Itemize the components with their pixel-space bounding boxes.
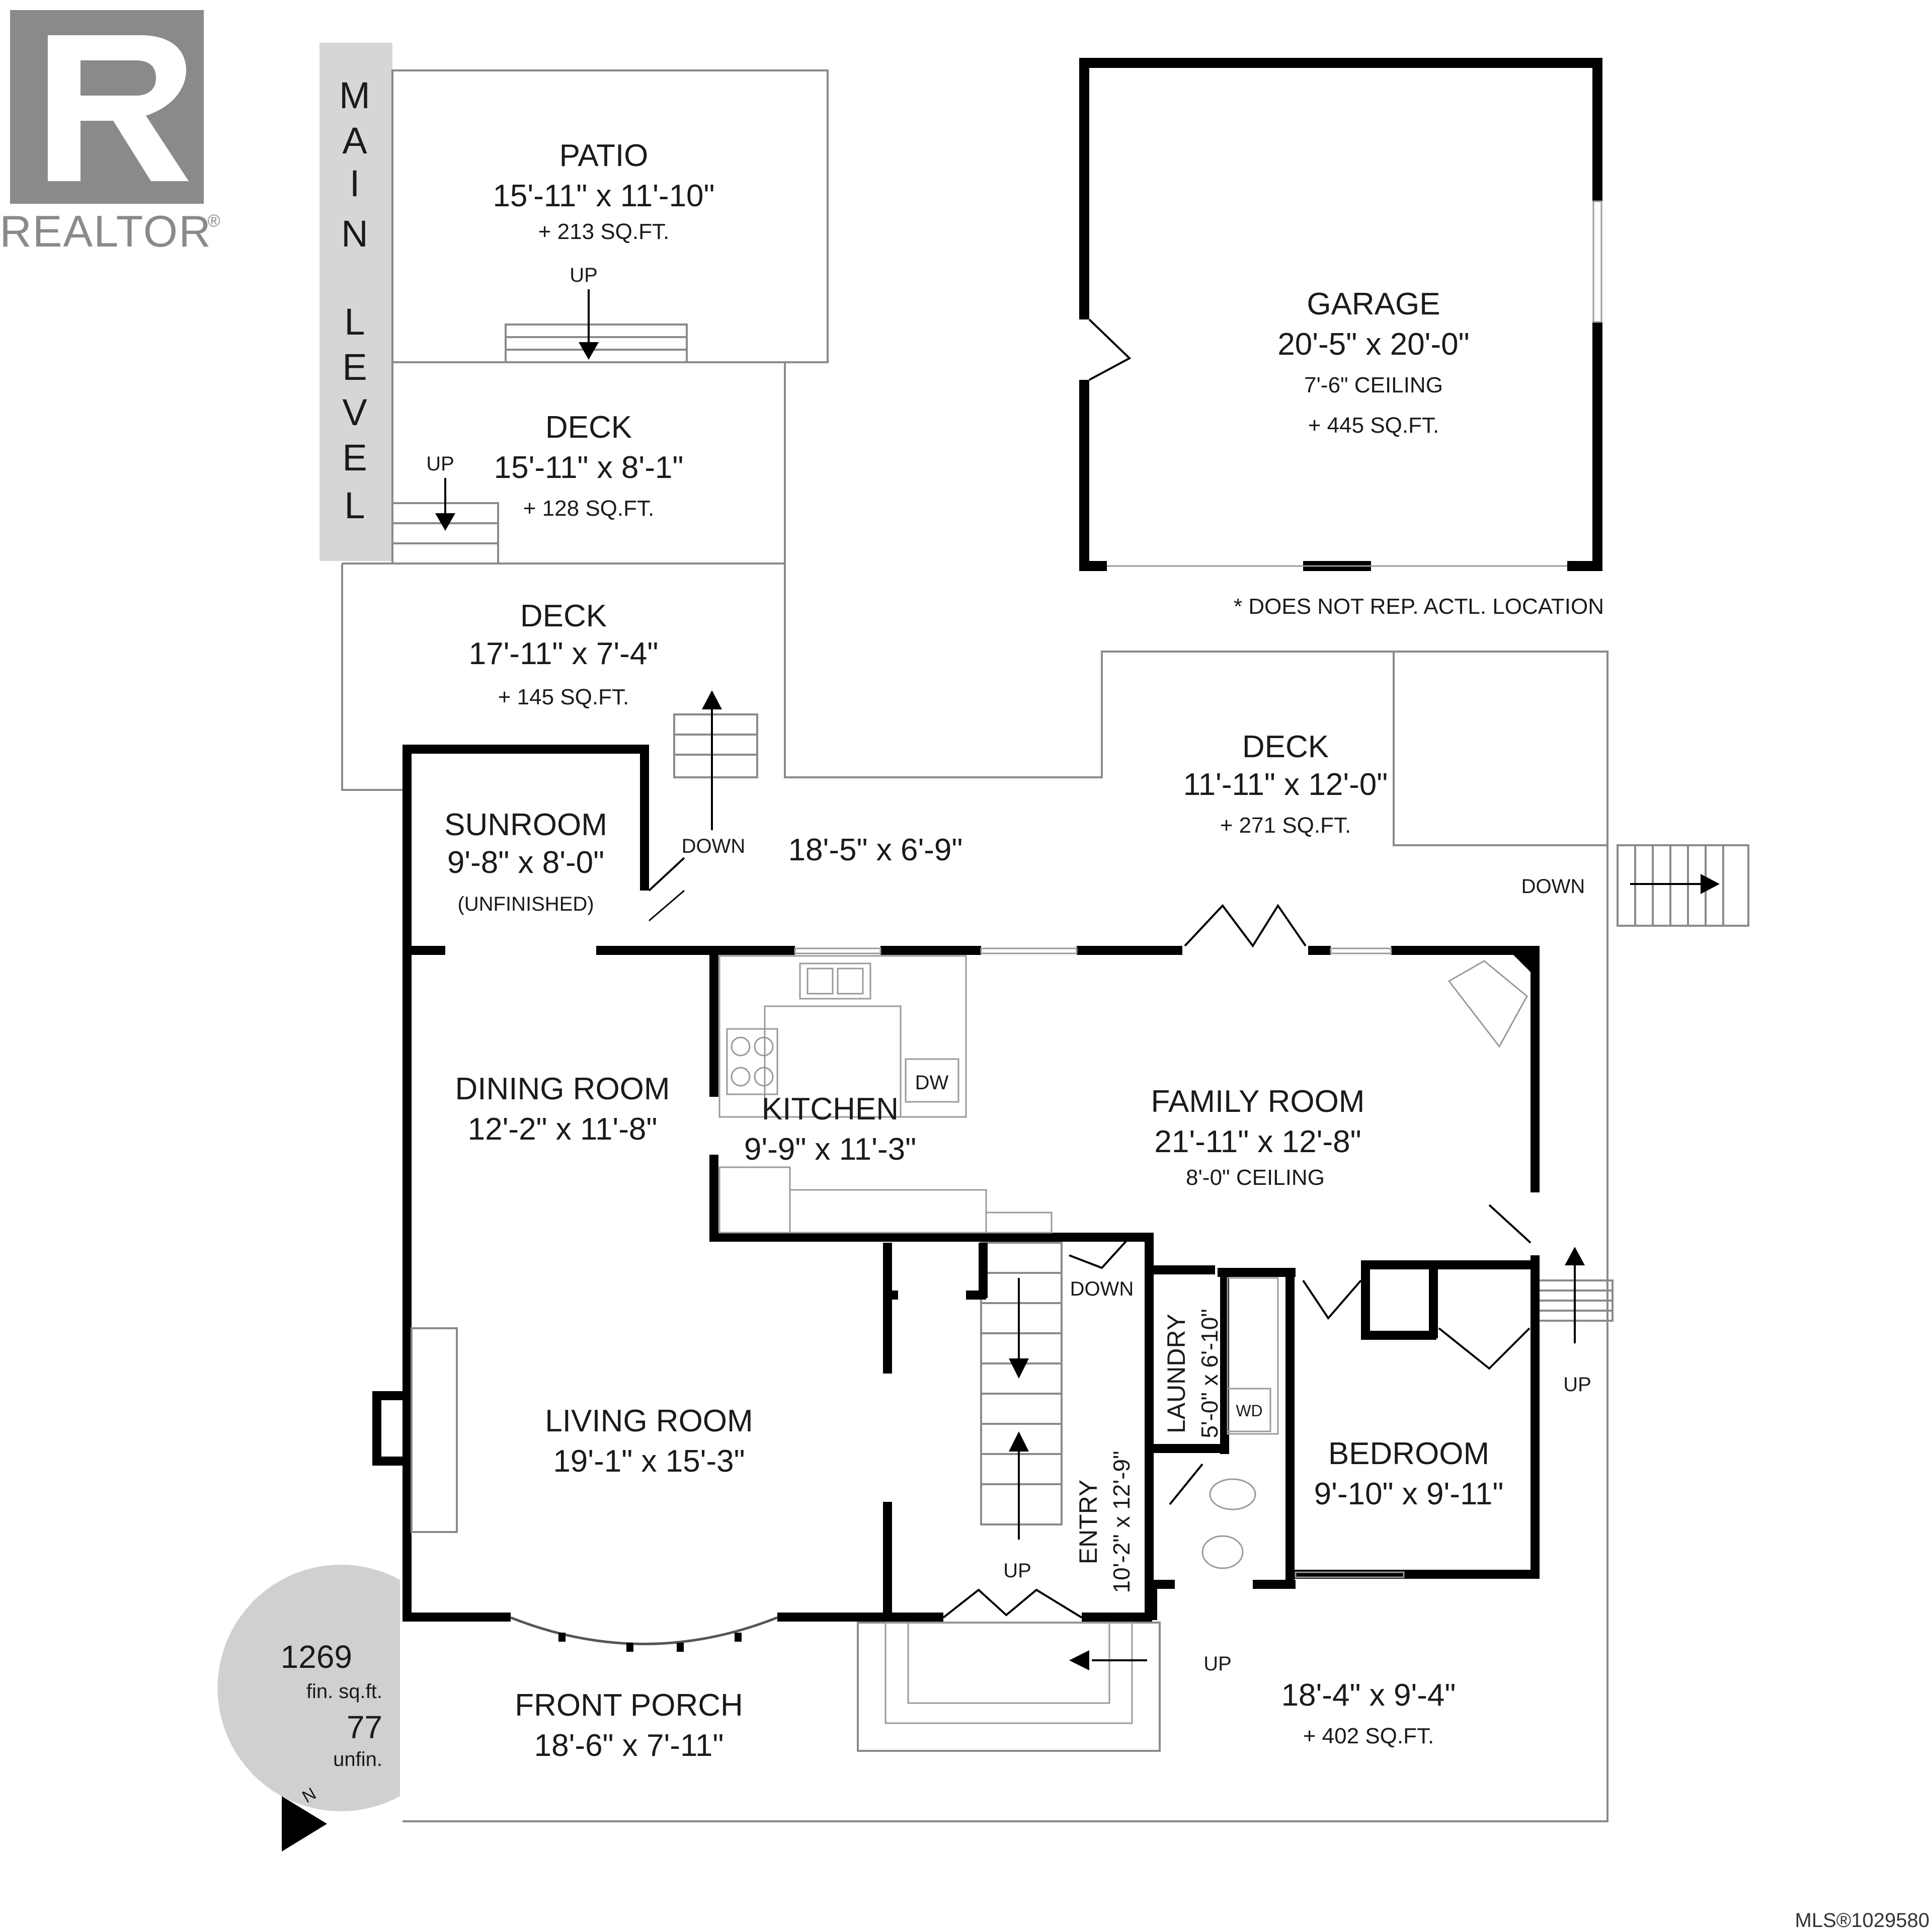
registered-mark: ® — [207, 211, 220, 230]
deck-right-label: DECK 11'-11" x 12'-0" + 271 SQ.FT. 18'-5… — [788, 730, 1585, 898]
outdoor-outlines — [341, 69, 1608, 1822]
sunroom-label: SUNROOM 9'-8" x 8'-0" (UNFINISHED) — [444, 808, 607, 915]
svg-text:DINING ROOM: DINING ROOM — [455, 1072, 670, 1106]
realtor-logo-text: REALTOR — [0, 206, 212, 256]
svg-text:8'-0" CEILING: 8'-0" CEILING — [1186, 1165, 1325, 1190]
area-summary: 1269 fin. sq.ft. 77 unfin. N — [217, 1565, 400, 1852]
patio-label: PATIO 15'-11" x 11'-10" + 213 SQ.FT. UP — [493, 138, 714, 286]
svg-text:DOWN: DOWN — [682, 835, 746, 857]
porch-right-label: 18'-4" x 9'-4" + 402 SQ.FT. — [1281, 1678, 1456, 1748]
dishwasher-label: DW — [915, 1072, 949, 1094]
svg-text:GARAGE: GARAGE — [1307, 287, 1440, 321]
stairs-patio — [505, 289, 688, 363]
garage-label: GARAGE 20'-5" x 20'-0" 7'-6" CEILING + 4… — [1234, 287, 1604, 619]
svg-text:9'-9" x 11'-3": 9'-9" x 11'-3" — [744, 1132, 916, 1167]
deck-middle-label: DECK 17'-11" x 7'-4" + 145 SQ.FT. DOWN — [469, 599, 746, 857]
svg-text:18'-6" x 7'-11": 18'-6" x 7'-11" — [534, 1728, 724, 1763]
svg-text:+ 213 SQ.FT.: + 213 SQ.FT. — [538, 219, 669, 244]
front-porch-label: FRONT PORCH 18'-6" x 7'-11" UP — [515, 1653, 1232, 1763]
svg-text:+ 128 SQ.FT.: + 128 SQ.FT. — [523, 496, 654, 521]
svg-text:LIVING ROOM: LIVING ROOM — [545, 1404, 753, 1438]
svg-text:DOWN: DOWN — [1070, 1278, 1134, 1300]
svg-text:SUNROOM: SUNROOM — [444, 808, 607, 842]
svg-text:ENTRY: ENTRY — [1074, 1480, 1102, 1565]
svg-text:E: E — [342, 346, 367, 388]
svg-text:19'-1" x 15'-3": 19'-1" x 15'-3" — [553, 1444, 745, 1479]
svg-text:UP: UP — [570, 264, 598, 286]
svg-text:unfin.: unfin. — [333, 1748, 382, 1770]
svg-text:N: N — [341, 213, 368, 255]
mls-number: MLS®1029580 — [1795, 1909, 1929, 1931]
svg-text:UP: UP — [426, 453, 454, 475]
house-walls — [372, 745, 1540, 1652]
bedroom-label: BEDROOM 9'-10" x 9'-11" UP — [1314, 1374, 1591, 1511]
svg-text:+ 145 SQ.FT.: + 145 SQ.FT. — [498, 685, 629, 709]
svg-text:20'-5" x 20'-0": 20'-5" x 20'-0" — [1277, 327, 1469, 362]
svg-text:5'-0" x 6'-10": 5'-0" x 6'-10" — [1196, 1309, 1223, 1438]
stairs-right-deck — [1617, 844, 1749, 927]
porch-up-arrow — [1069, 1650, 1147, 1670]
entry-label: ENTRY 10'-2" x 12'-9" — [1074, 1451, 1135, 1593]
svg-text:fin. sq.ft.: fin. sq.ft. — [306, 1680, 382, 1703]
svg-text:DECK: DECK — [545, 410, 632, 445]
svg-text:FRONT PORCH: FRONT PORCH — [515, 1688, 743, 1723]
kitchen-label: KITCHEN 9'-9" x 11'-3" — [744, 1092, 916, 1167]
svg-text:12'-2" x 11'-8": 12'-2" x 11'-8" — [468, 1112, 658, 1147]
svg-text:M: M — [339, 74, 370, 116]
garage-note: * DOES NOT REP. ACTL. LOCATION — [1234, 594, 1604, 619]
svg-text:+ 271 SQ.FT.: + 271 SQ.FT. — [1220, 813, 1351, 838]
svg-text:15'-11" x 8'-1": 15'-11" x 8'-1" — [494, 450, 684, 485]
svg-text:(UNFINISHED): (UNFINISHED) — [457, 893, 594, 915]
north-arrow-icon — [282, 1796, 327, 1852]
svg-text:I: I — [350, 163, 360, 204]
svg-text:10'-2" x 12'-9": 10'-2" x 12'-9" — [1108, 1451, 1135, 1593]
svg-text:DOWN: DOWN — [1521, 875, 1585, 898]
deck-upper-label: DECK 15'-11" x 8'-1" + 128 SQ.FT. UP — [426, 410, 683, 521]
washer-dryer-label: WD — [1236, 1402, 1262, 1420]
svg-text:E: E — [342, 437, 367, 478]
svg-text:KITCHEN: KITCHEN — [762, 1092, 899, 1126]
kitchen-fixtures: DW WD — [718, 955, 1528, 1569]
svg-text:L: L — [344, 301, 365, 343]
realtor-logo: REALTOR ® — [0, 10, 220, 256]
svg-text:L: L — [344, 485, 365, 526]
finished-area: 1269 — [281, 1639, 352, 1675]
svg-text:15'-11" x 11'-10": 15'-11" x 11'-10" — [493, 179, 714, 213]
svg-text:18'-4" x 9'-4": 18'-4" x 9'-4" — [1281, 1678, 1456, 1713]
svg-text:V: V — [342, 391, 367, 433]
svg-text:7'-6" CEILING: 7'-6" CEILING — [1304, 373, 1443, 397]
svg-text:DECK: DECK — [1242, 730, 1329, 764]
svg-text:+ 445 SQ.FT.: + 445 SQ.FT. — [1308, 413, 1439, 438]
living-room-label: LIVING ROOM 19'-1" x 15'-3" UP — [545, 1404, 1031, 1582]
laundry-label: LAUNDRY 5'-0" x 6'-10" — [1162, 1309, 1223, 1438]
stairs-side-entry — [1536, 1247, 1614, 1343]
svg-text:DECK: DECK — [520, 599, 607, 633]
deck-strip-dims: 18'-5" x 6'-9" — [788, 833, 963, 867]
svg-text:FAMILY ROOM: FAMILY ROOM — [1151, 1084, 1365, 1119]
family-room-label: FAMILY ROOM 21'-11" x 12'-8" 8'-0" CEILI… — [1070, 1084, 1365, 1300]
dining-room-label: DINING ROOM 12'-2" x 11'-8" — [455, 1072, 670, 1147]
svg-text:9'-8" x 8'-0": 9'-8" x 8'-0" — [447, 845, 604, 880]
svg-text:9'-10" x 9'-11": 9'-10" x 9'-11" — [1314, 1477, 1504, 1511]
level-label: M A I N L E V E L — [319, 43, 392, 561]
stairs-upper-deck — [391, 478, 499, 565]
stairs-middle-deck — [673, 690, 758, 830]
svg-text:LAUNDRY: LAUNDRY — [1162, 1314, 1190, 1433]
svg-text:21'-11" x 12'-8": 21'-11" x 12'-8" — [1154, 1124, 1361, 1159]
svg-text:BEDROOM: BEDROOM — [1328, 1436, 1489, 1471]
svg-text:A: A — [342, 120, 367, 162]
svg-text:11'-11" x 12'-0": 11'-11" x 12'-0" — [1183, 767, 1388, 802]
svg-text:PATIO: PATIO — [559, 138, 649, 173]
stairs-interior — [980, 1242, 1063, 1540]
svg-text:+ 402 SQ.FT.: + 402 SQ.FT. — [1303, 1724, 1434, 1748]
svg-text:UP: UP — [1203, 1653, 1232, 1675]
garage-walls — [1079, 58, 1602, 571]
svg-text:UP: UP — [1563, 1374, 1591, 1396]
svg-text:UP: UP — [1003, 1560, 1031, 1582]
unfinished-area: 77 — [347, 1709, 382, 1745]
svg-text:17'-11" x 7'-4": 17'-11" x 7'-4" — [469, 636, 659, 671]
